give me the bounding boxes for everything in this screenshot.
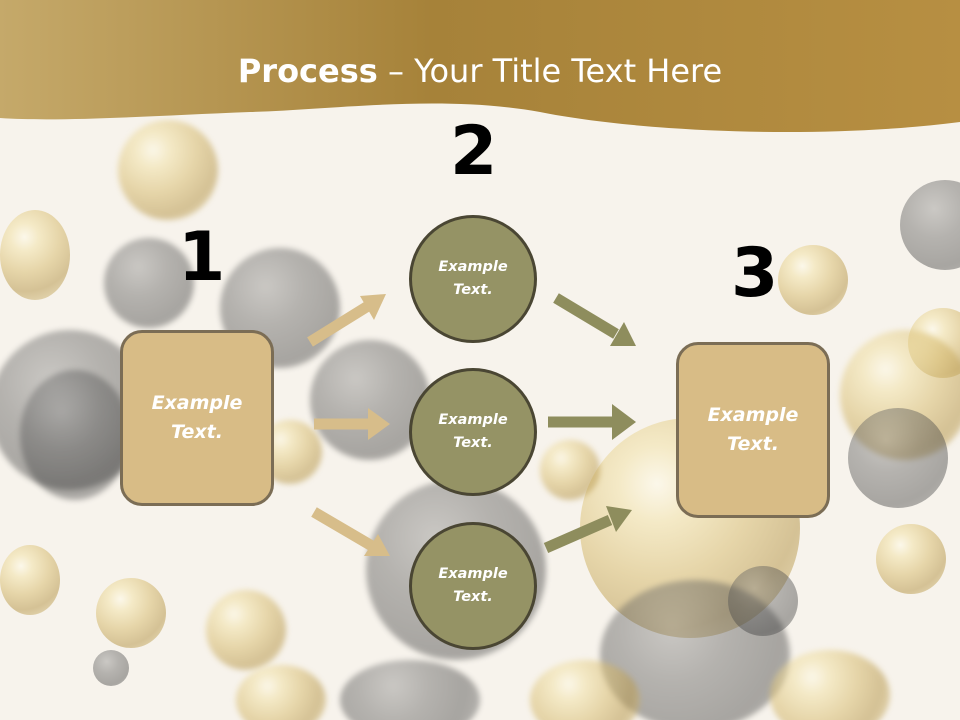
title-rest: – Your Title Text Here (377, 52, 723, 90)
dark-sphere (848, 408, 948, 508)
gold-sphere (778, 245, 848, 315)
gold-sphere (530, 660, 640, 720)
dark-sphere (20, 370, 130, 500)
gold-sphere (540, 440, 600, 500)
gold-sphere (206, 590, 286, 670)
gold-sphere (118, 120, 218, 220)
title-bold: Process (237, 52, 378, 90)
dark-sphere (900, 180, 960, 270)
gold-sphere (770, 650, 890, 720)
process-circle-text: Example Text. (438, 566, 508, 605)
process-circle-2: Example Text. (409, 368, 537, 496)
dark-sphere (340, 660, 480, 720)
process-circle-text: Example Text. (438, 412, 508, 451)
gold-sphere (876, 524, 946, 594)
dark-sphere (104, 238, 194, 328)
step-number-2: 2 (450, 112, 498, 191)
slide-title: Process – Your Title Text Here (0, 52, 960, 90)
input-box-text: Example Text. (151, 392, 243, 443)
dark-sphere (93, 650, 129, 686)
gold-sphere (0, 545, 60, 615)
input-box: Example Text. (120, 330, 274, 506)
title-band (0, 0, 960, 133)
gold-sphere (236, 665, 326, 720)
dark-sphere (728, 566, 798, 636)
gold-sphere (840, 330, 960, 460)
step-number-1: 1 (178, 218, 226, 297)
step-number-3: 3 (731, 234, 779, 313)
gold-sphere (96, 578, 166, 648)
gold-sphere (0, 210, 70, 300)
output-box: Example Text. (676, 342, 830, 518)
process-circle-text: Example Text. (438, 259, 508, 298)
process-circle-1: Example Text. (409, 215, 537, 343)
output-box-text: Example Text. (707, 404, 799, 455)
process-circle-3: Example Text. (409, 522, 537, 650)
